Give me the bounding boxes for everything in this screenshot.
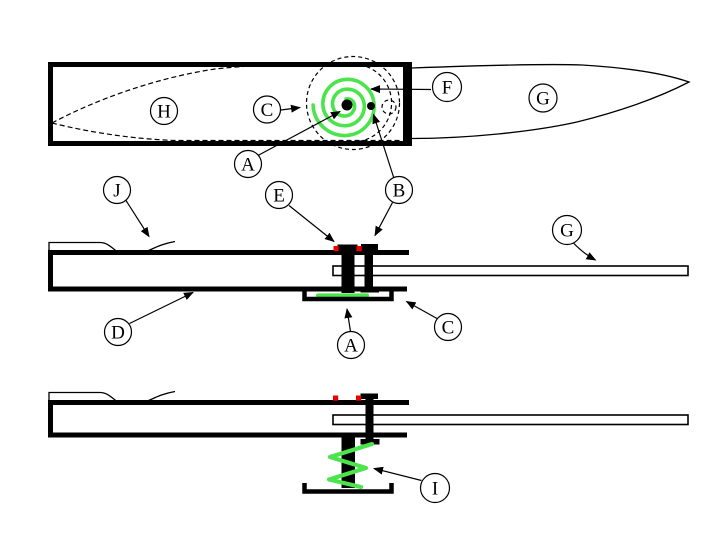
callout-f: F [431,71,463,103]
callout-e: E [264,180,294,210]
leader-d [129,291,194,325]
retainer-pin-left-2 [333,395,339,401]
callout-g-mid-letter: G [560,221,574,242]
callout-g-top-letter: G [536,89,550,110]
callout-h-letter: H [157,102,171,123]
tang-dashed-arc [346,64,393,143]
retainer-pin-right [356,246,362,252]
callout-h: H [149,96,179,126]
callout-c-mid: C [433,312,463,342]
top-view [48,55,691,151]
callout-a-mid-letter: A [344,336,358,357]
side-view-locked [48,240,689,302]
leader-c-mid [405,300,438,320]
leader-f [370,85,432,94]
callout-a-top: A [233,149,263,179]
pivot-post-2 [365,399,374,440]
callout-c-top: C [252,95,282,124]
leader-i [373,466,422,482]
pivot-post-top-cap-2 [360,393,378,399]
callout-g-mid: G [551,214,583,246]
helical-spring [326,441,375,490]
callout-i: I [419,472,451,504]
leader-c-top [280,104,301,113]
callout-c-top-letter: C [261,100,274,121]
callout-c-mid-letter: C [442,318,455,339]
folded-blade-outline [51,64,323,124]
leader-a-mid [344,308,353,332]
stop-pin-dashed-circle [381,99,397,115]
leader-lines [125,85,597,482]
pivot-post-bottom-cap [360,287,379,293]
stop-pin [367,102,375,110]
callout-e-letter: E [273,186,285,207]
leader-b-to-post [374,202,394,237]
leader-j [125,200,150,238]
folded-blade-edge [51,122,402,142]
side-view-released [48,390,689,494]
pivot-post-top-cap [361,244,378,250]
retainer-pin-right-2 [356,395,362,401]
pivot-post [364,250,373,291]
pivot-axle [341,99,353,111]
callout-g-top: G [528,83,558,113]
leader-b-to-pin [372,113,395,179]
leader-a-top [256,110,341,157]
callout-f-letter: F [442,78,453,99]
pivot-dashed-circle [305,55,401,151]
callout-b-letter: B [393,181,406,202]
callout-d-letter: D [111,323,125,344]
callout-a-mid: A [336,330,366,360]
spring-retainer-bracket-2 [302,483,394,494]
blade-bar [332,265,689,277]
callout-j: J [102,175,132,205]
release-button-cap [337,244,358,251]
release-button-post [341,245,355,293]
retainer-pin-left [333,246,339,252]
handle-bolster [403,62,412,146]
callout-b: B [384,175,414,205]
leader-g-mid [572,242,597,261]
pivot-post-bottom-cap-2 [360,439,380,445]
callout-d: D [103,317,133,347]
blade-outline [411,63,691,140]
blade-bar-2 [332,414,689,426]
callout-a-top-letter: A [241,155,255,176]
leader-e [288,205,335,243]
callout-j-letter: J [113,181,120,202]
spring-retainer-bracket [302,290,394,302]
callout-i-letter: I [432,479,438,500]
